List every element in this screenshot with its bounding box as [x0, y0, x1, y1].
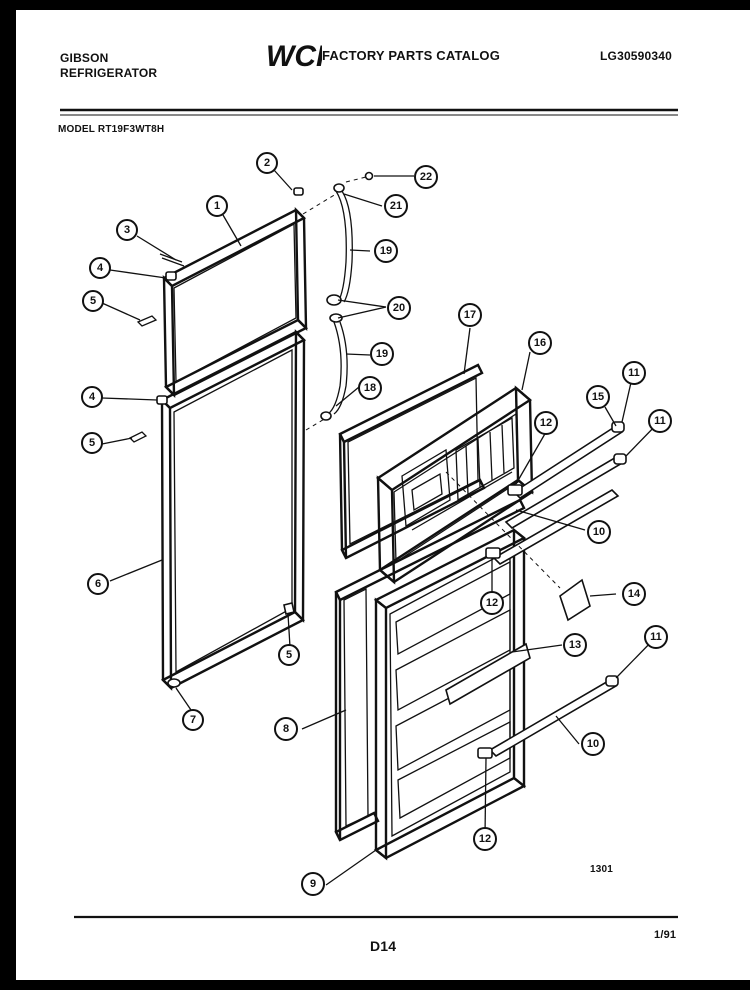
svg-text:5: 5	[89, 437, 95, 449]
callout-10-upper: 10	[587, 520, 611, 544]
brand-name: GIBSON	[60, 51, 109, 65]
callout-11-lower: 11	[644, 625, 668, 649]
part-12-clip-lower	[477, 747, 493, 759]
svg-text:4: 4	[89, 391, 96, 403]
part-3-pin	[159, 253, 185, 267]
callout-16: 16	[528, 331, 552, 355]
part-12-clip-upper	[507, 484, 523, 496]
freezer-door-liner-16	[376, 385, 534, 585]
svg-text:16: 16	[534, 337, 546, 349]
callout-13: 13	[563, 633, 587, 657]
model-number: MODEL RT19F3WT8H	[58, 124, 165, 135]
callout-2: 2	[256, 152, 278, 174]
svg-text:22: 22	[420, 171, 432, 183]
part-14-bracket	[559, 578, 591, 622]
leader-lines	[101, 169, 661, 886]
callout-20: 20	[387, 296, 411, 320]
part-5-plug	[283, 602, 295, 615]
callout-9: 9	[301, 872, 325, 896]
callout-19-upper: 19	[374, 239, 398, 263]
svg-text:19: 19	[376, 348, 388, 360]
part-13-door-shelf	[445, 642, 531, 706]
assembly-line-lower	[305, 417, 327, 431]
part-5-screw-lower	[128, 431, 148, 443]
svg-text:1: 1	[214, 200, 220, 212]
svg-text:14: 14	[628, 588, 641, 600]
part-7-hinge-bottom	[167, 678, 181, 688]
fresh-food-door	[159, 329, 307, 691]
callout-5-upper: 5	[82, 290, 104, 312]
assembly-line-screw	[345, 176, 367, 183]
svg-text:19: 19	[380, 245, 392, 257]
parts-catalog-sheet: GIBSON REFRIGERATOR WCI FACTORY PARTS CA…	[16, 10, 750, 980]
svg-text:11: 11	[654, 415, 666, 427]
part-2-plug	[293, 187, 304, 196]
callout-11-top: 11	[622, 361, 646, 385]
callout-12-upper: 12	[534, 411, 558, 435]
callout-15: 15	[586, 385, 610, 409]
svg-text:5: 5	[286, 649, 292, 661]
callout-1: 1	[206, 195, 228, 217]
part-12-clip-middle	[485, 547, 501, 559]
callout-18: 18	[358, 376, 382, 400]
callout-22: 22	[414, 165, 438, 189]
svg-text:5: 5	[90, 295, 96, 307]
figure-number: 1301	[590, 864, 614, 875]
svg-text:17: 17	[464, 309, 476, 321]
callout-8: 8	[274, 717, 298, 741]
callout-12-lower: 12	[473, 827, 497, 851]
svg-text:12: 12	[486, 597, 498, 609]
svg-text:20: 20	[393, 302, 405, 314]
svg-text:10: 10	[593, 526, 605, 538]
svg-text:7: 7	[190, 714, 196, 726]
callout-7: 7	[182, 709, 204, 731]
callout-6: 6	[87, 573, 109, 595]
callout-5-lower: 5	[81, 432, 103, 454]
callout-19-lower: 19	[370, 342, 394, 366]
exploded-parts-diagram: 1 2 3 4 5 4 5 6 7 5 22 21 19 20 19 18 17…	[60, 108, 678, 919]
page-number: D14	[370, 938, 397, 954]
svg-text:9: 9	[310, 878, 316, 890]
svg-text:18: 18	[364, 382, 376, 394]
callout-4-upper: 4	[89, 257, 111, 279]
part-4-hinge-lower	[156, 395, 168, 405]
svg-text:11: 11	[628, 367, 640, 379]
callout-11-second: 11	[648, 409, 672, 433]
callout-21: 21	[384, 194, 408, 218]
callout-3: 3	[116, 219, 138, 241]
callout-17: 17	[458, 303, 482, 327]
svg-text:21: 21	[390, 200, 402, 212]
svg-text:13: 13	[569, 639, 581, 651]
door-handles	[320, 171, 374, 421]
svg-text:15: 15	[592, 391, 604, 403]
wci-logo: WCI	[266, 40, 322, 73]
door-shelf-bars	[488, 421, 627, 758]
catalog-code: LG30590340	[600, 49, 673, 63]
svg-text:3: 3	[124, 224, 130, 236]
svg-text:8: 8	[283, 723, 289, 735]
assembly-line-14	[445, 471, 561, 589]
revision-date: 1/91	[654, 929, 677, 941]
freezer-door	[161, 207, 309, 398]
svg-text:WCI: WCI	[266, 40, 322, 73]
fresh-food-door-liner-9	[373, 527, 527, 861]
part-5-screw-upper	[136, 315, 158, 327]
callout-14: 14	[622, 582, 646, 606]
svg-text:2: 2	[264, 157, 270, 169]
svg-text:12: 12	[479, 833, 491, 845]
svg-text:12: 12	[540, 417, 552, 429]
callout-12-middle: 12	[480, 591, 504, 615]
svg-text:4: 4	[97, 262, 104, 274]
part-4-hinge-upper	[165, 271, 177, 281]
callout-5-bottom: 5	[278, 644, 300, 666]
callout-4-lower: 4	[81, 386, 103, 408]
fresh-food-gasket-8	[334, 498, 526, 842]
assembly-line-upper	[302, 193, 337, 215]
product-type: REFRIGERATOR	[60, 66, 158, 80]
svg-text:10: 10	[587, 738, 599, 750]
callout-10-lower: 10	[581, 732, 605, 756]
svg-text:6: 6	[95, 578, 101, 590]
svg-text:11: 11	[650, 631, 662, 643]
catalog-title: FACTORY PARTS CATALOG	[322, 48, 501, 63]
